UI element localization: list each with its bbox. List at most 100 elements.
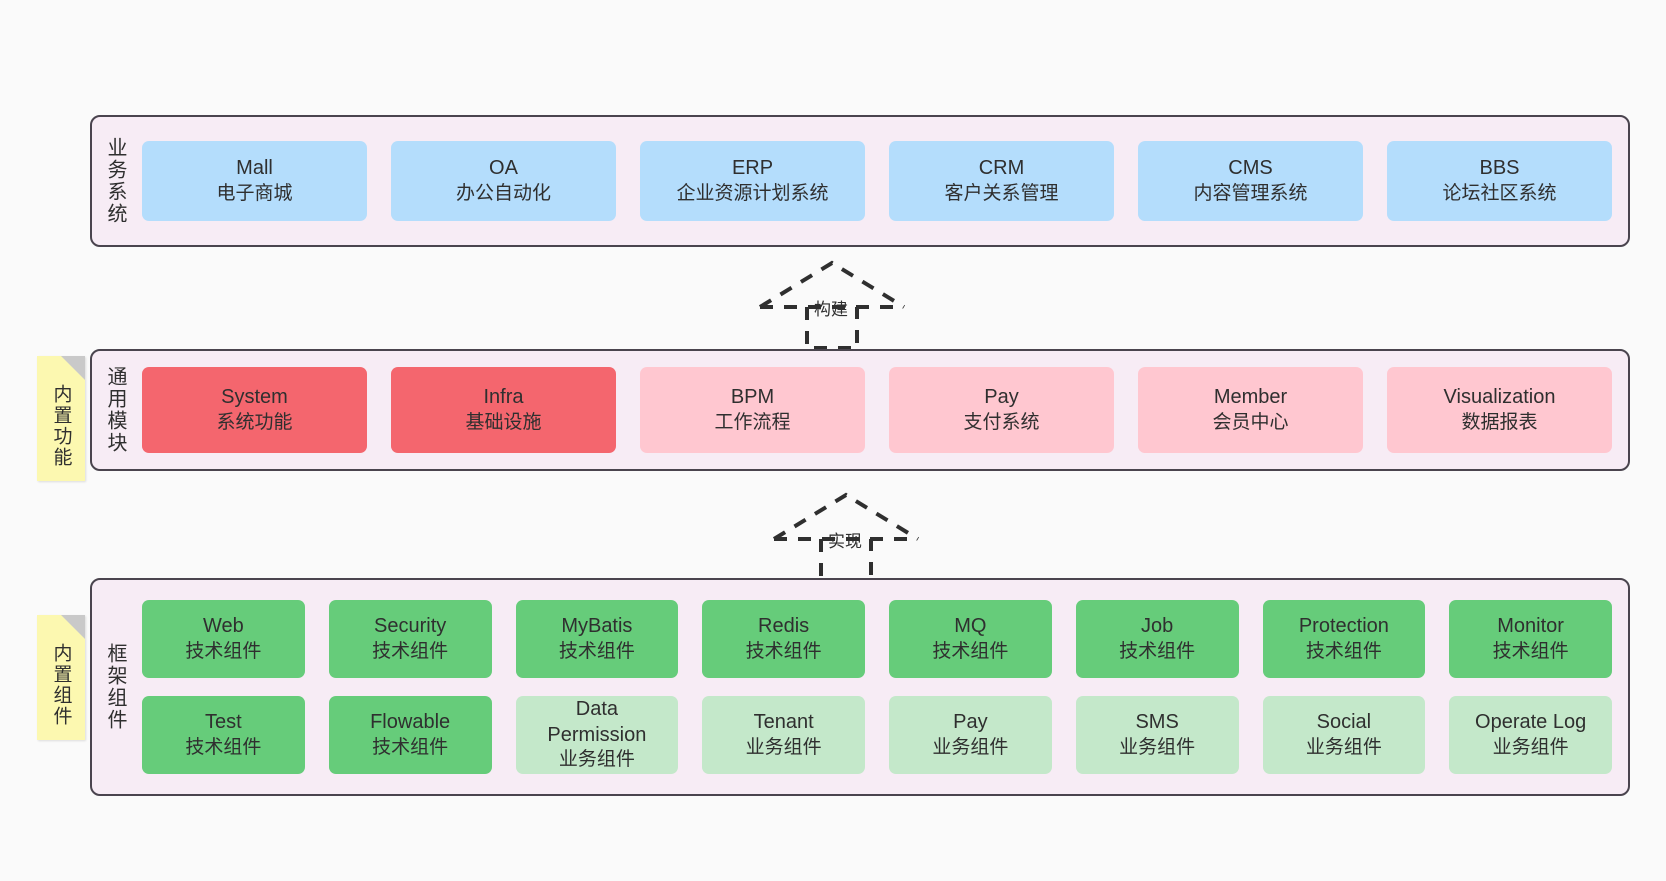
node-title: Social: [1316, 711, 1372, 734]
node-title: Test: [205, 711, 242, 734]
node-title: System: [221, 386, 288, 409]
node-title: CRM: [978, 157, 1025, 180]
node-subtitle: 内容管理系统: [1193, 182, 1308, 204]
layer-framework-component[interactable]: 框架组件 Web 技术组件 Security 技术组件 MyBatis 技术组件…: [90, 578, 1630, 796]
node-operate-log[interactable]: Operate Log 业务组件: [1449, 696, 1612, 774]
node-sms[interactable]: SMS 业务组件: [1075, 696, 1239, 774]
layer-title-business-system: 业务系统: [104, 137, 126, 225]
node-social[interactable]: Social 业务组件: [1262, 696, 1426, 774]
connector-implement-label: 实现: [828, 532, 862, 551]
node-tenant[interactable]: Tenant 业务组件: [702, 696, 865, 774]
note-builtin-function[interactable]: 内置功能: [37, 356, 85, 481]
node-flowable[interactable]: Flowable 技术组件: [328, 696, 492, 774]
layer-body-common-module: System 系统功能 Infra 基础设施 BPM 工作流程 Pay 支付系统…: [132, 351, 1628, 469]
node-row: System 系统功能 Infra 基础设施 BPM 工作流程 Pay 支付系统…: [142, 367, 1612, 453]
node-subtitle: 业务组件: [1492, 736, 1569, 758]
node-subtitle: 技术组件: [932, 640, 1009, 662]
note-fold-corner-icon: [61, 356, 85, 380]
node-title: Member: [1213, 386, 1288, 409]
layer-body-business-system: Mall 电子商城 OA 办公自动化 ERP 企业资源计划系统 CRM 客户关系…: [132, 117, 1628, 245]
node-subtitle: 技术组件: [1492, 640, 1569, 662]
node-subtitle: 技术组件: [372, 640, 449, 662]
node-member[interactable]: Member 会员中心: [1138, 367, 1363, 453]
node-visualization[interactable]: Visualization 数据报表: [1387, 367, 1612, 453]
node-subtitle: 业务组件: [1119, 736, 1196, 758]
node-test[interactable]: Test 技术组件: [142, 696, 305, 774]
node-subtitle: 业务组件: [558, 749, 635, 771]
node-bpm[interactable]: BPM 工作流程: [640, 367, 865, 453]
node-title: Pay: [984, 386, 1019, 409]
node-title: Tenant: [753, 711, 814, 734]
layer-body-framework-component: Web 技术组件 Security 技术组件 MyBatis 技术组件 Redi…: [132, 580, 1628, 794]
node-title: MyBatis: [561, 615, 633, 638]
node-subtitle: 技术组件: [745, 640, 822, 662]
node-title: Visualization: [1443, 386, 1556, 409]
node-title: Monitor: [1497, 615, 1564, 638]
node-title: Protection: [1298, 615, 1389, 638]
node-subtitle: 业务组件: [1305, 736, 1382, 758]
node-monitor[interactable]: Monitor 技术组件: [1449, 600, 1612, 678]
node-title: ERP: [731, 157, 774, 180]
node-subtitle: 工作流程: [714, 411, 791, 433]
node-protection[interactable]: Protection 技术组件: [1262, 600, 1426, 678]
connector-build: 构建: [752, 255, 912, 350]
node-system[interactable]: System 系统功能: [142, 367, 367, 453]
node-redis[interactable]: Redis 技术组件: [702, 600, 865, 678]
node-security[interactable]: Security 技术组件: [328, 600, 492, 678]
node-row: Test 技术组件 Flowable 技术组件 Data Permission …: [142, 696, 1612, 774]
node-title: Flowable: [370, 711, 451, 734]
connector-build-label: 构建: [814, 300, 848, 319]
node-job[interactable]: Job 技术组件: [1075, 600, 1239, 678]
node-subtitle: 客户关系管理: [944, 182, 1059, 204]
node-title: Infra: [483, 386, 524, 409]
node-infra[interactable]: Infra 基础设施: [391, 367, 616, 453]
node-title: Operate Log: [1475, 711, 1587, 734]
node-subtitle: 论坛社区系统: [1442, 182, 1557, 204]
node-subtitle: 基础设施: [465, 411, 542, 433]
layer-title-framework-component: 框架组件: [104, 643, 126, 731]
note-builtin-component[interactable]: 内置组件: [37, 615, 85, 740]
node-bbs[interactable]: BBS 论坛社区系统: [1387, 141, 1612, 221]
node-subtitle: 企业资源计划系统: [676, 182, 829, 204]
node-subtitle: 会员中心: [1212, 411, 1289, 433]
node-row: Web 技术组件 Security 技术组件 MyBatis 技术组件 Redi…: [142, 600, 1612, 678]
node-title: Mall: [236, 157, 273, 180]
node-mall[interactable]: Mall 电子商城: [142, 141, 367, 221]
node-title: Pay: [953, 711, 988, 734]
node-subtitle: 技术组件: [372, 736, 449, 758]
node-data-permission[interactable]: Data Permission 业务组件: [515, 696, 679, 774]
implement-arrow-icon: [772, 492, 920, 582]
node-subtitle: 数据报表: [1461, 411, 1538, 433]
node-row: Mall 电子商城 OA 办公自动化 ERP 企业资源计划系统 CRM 客户关系…: [142, 141, 1612, 221]
build-arrow-icon: [758, 260, 906, 350]
node-mybatis[interactable]: MyBatis 技术组件: [515, 600, 679, 678]
node-pay-component[interactable]: Pay 业务组件: [889, 696, 1052, 774]
node-title: BBS: [1479, 157, 1520, 180]
node-crm[interactable]: CRM 客户关系管理: [889, 141, 1114, 221]
node-subtitle: 业务组件: [745, 736, 822, 758]
node-title: OA: [489, 157, 518, 180]
node-title: SMS: [1135, 711, 1179, 734]
node-subtitle: 技术组件: [558, 640, 635, 662]
node-mq[interactable]: MQ 技术组件: [889, 600, 1052, 678]
node-title: CMS: [1228, 157, 1273, 180]
node-title: Web: [202, 615, 244, 638]
node-title: Security: [374, 615, 447, 638]
node-title: Data Permission: [547, 698, 647, 746]
layer-common-module[interactable]: 通用模块 System 系统功能 Infra 基础设施 BPM 工作流程 Pay: [90, 349, 1630, 471]
node-cms[interactable]: CMS 内容管理系统: [1138, 141, 1363, 221]
node-subtitle: 电子商城: [216, 182, 293, 204]
node-web[interactable]: Web 技术组件: [142, 600, 305, 678]
note-fold-corner-icon: [61, 615, 85, 639]
node-subtitle: 办公自动化: [455, 182, 551, 204]
layer-business-system[interactable]: 业务系统 Mall 电子商城 OA 办公自动化 ERP 企业资源计划系统 CRM: [90, 115, 1630, 247]
connector-implement: 实现: [766, 487, 926, 582]
node-subtitle: 系统功能: [216, 411, 293, 433]
node-subtitle: 业务组件: [932, 736, 1009, 758]
node-subtitle: 技术组件: [1305, 640, 1382, 662]
node-oa[interactable]: OA 办公自动化: [391, 141, 616, 221]
node-title: BPM: [730, 386, 775, 409]
node-erp[interactable]: ERP 企业资源计划系统: [640, 141, 865, 221]
node-pay[interactable]: Pay 支付系统: [889, 367, 1114, 453]
